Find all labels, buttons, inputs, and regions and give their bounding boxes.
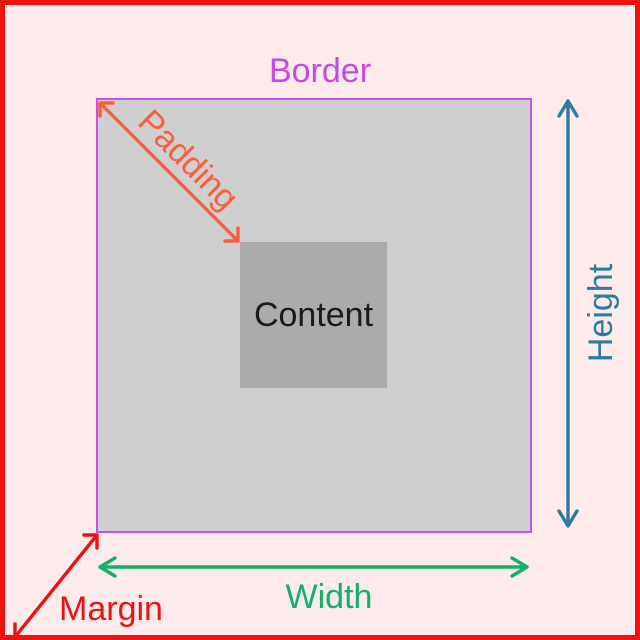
- content-box: Content: [240, 242, 387, 388]
- content-label: Content: [253, 296, 374, 334]
- border-label: Border: [268, 52, 372, 90]
- height-label: Height: [582, 263, 620, 363]
- margin-label: Margin: [59, 590, 163, 628]
- height-arrow-icon: [557, 99, 579, 528]
- width-label: Width: [285, 578, 373, 616]
- width-arrow-icon: [98, 556, 529, 578]
